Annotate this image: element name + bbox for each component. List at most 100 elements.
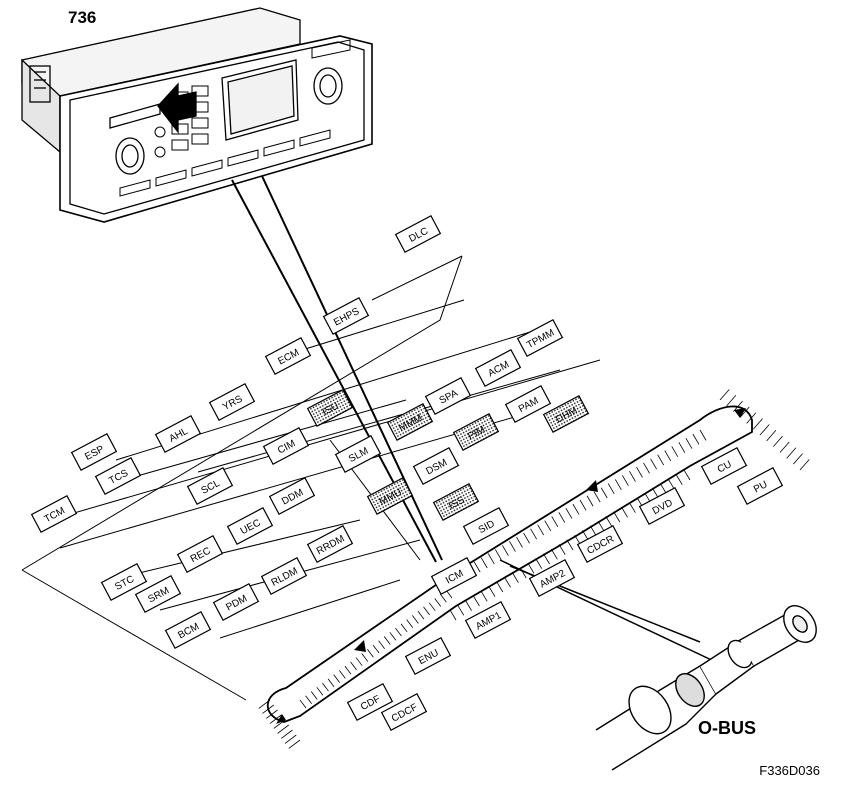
module-amp1: AMP1 — [464, 600, 512, 640]
network-wiring — [21, 255, 601, 701]
tick-mark — [316, 687, 324, 696]
tick-mark — [537, 524, 545, 536]
tick-mark — [473, 561, 481, 573]
tick-mark — [759, 424, 770, 436]
tick-mark — [667, 478, 675, 490]
tick-mark — [428, 602, 436, 611]
obus-connector-illustration — [499, 559, 817, 771]
module-dhm: DHM — [542, 394, 590, 434]
figure-code: F336D036 — [759, 763, 820, 778]
module-cdcr: CDCR — [576, 524, 624, 564]
tick-mark — [284, 734, 297, 744]
tick-mark — [643, 462, 650, 474]
module-pdm: PDM — [212, 582, 260, 622]
module-ecm: ECM — [264, 336, 312, 376]
tick-mark — [277, 724, 289, 734]
tick-mark — [305, 695, 312, 704]
optical-loop — [266, 405, 753, 723]
tick-mark — [389, 632, 397, 641]
tick-mark — [350, 661, 357, 671]
tick-mark — [502, 545, 509, 556]
tick-mark — [664, 450, 672, 462]
tick-mark — [465, 600, 472, 611]
tick-mark — [719, 389, 730, 401]
tick-mark — [434, 598, 442, 607]
module-enu: ENU — [404, 636, 452, 676]
module-bcm: BCM — [164, 610, 212, 650]
tick-mark — [678, 442, 686, 453]
module-slm: SLM — [334, 434, 382, 474]
module-mmu: MMU — [366, 476, 414, 516]
tick-mark — [636, 466, 643, 478]
tick-mark — [487, 553, 495, 565]
tick-mark — [607, 483, 615, 495]
tick-mark — [600, 487, 608, 499]
module-dvd: DVD — [638, 486, 686, 526]
tick-mark — [593, 491, 601, 503]
tick-mark — [472, 595, 480, 607]
tick-mark — [400, 623, 408, 633]
tick-mark — [440, 593, 447, 603]
obus-label: O-BUS — [698, 718, 756, 738]
tick-mark — [338, 670, 346, 679]
module-ehps: EHPS — [322, 296, 370, 336]
tick-mark — [543, 553, 550, 565]
tick-mark — [657, 454, 665, 466]
reference-number: 736 — [68, 8, 97, 27]
tick-mark — [597, 520, 605, 532]
tick-mark — [671, 446, 679, 458]
tick-mark — [417, 610, 425, 620]
tick-mark — [378, 640, 385, 649]
module-cim: CIM — [262, 426, 310, 466]
tick-mark — [613, 511, 621, 523]
tick-mark — [558, 544, 566, 555]
tick-mark — [753, 418, 763, 430]
tick-mark — [281, 729, 293, 739]
tick-mark — [310, 691, 318, 700]
tick-mark — [411, 615, 419, 624]
optical-tick-marks — [258, 389, 810, 749]
tick-mark — [527, 562, 535, 574]
tick-mark — [550, 548, 558, 560]
module-tcs: TCS — [94, 456, 142, 496]
tick-mark — [494, 549, 502, 560]
module-rrdm: RRDM — [306, 524, 354, 564]
module-uec: UEC — [226, 506, 274, 546]
tick-mark — [572, 503, 580, 515]
tick-mark — [327, 678, 335, 688]
tick-mark — [766, 430, 777, 442]
module-yrs: YRS — [208, 382, 256, 422]
tick-mark — [262, 704, 274, 714]
module-sid: SID — [462, 506, 510, 546]
module-cdf: CDF — [346, 682, 394, 722]
module-pam: PAM — [504, 384, 552, 424]
module-scl: SCL — [186, 466, 234, 506]
tick-mark — [258, 699, 271, 709]
tick-mark — [496, 581, 504, 593]
tick-mark — [692, 433, 700, 445]
module-tpmm: TPMM — [516, 318, 564, 358]
tick-mark — [322, 682, 329, 692]
tick-mark — [566, 539, 574, 551]
tick-mark — [372, 644, 380, 654]
module-ddm: DDM — [268, 476, 316, 516]
module-esp: ESP — [70, 432, 118, 472]
tick-mark — [683, 469, 691, 481]
tick-mark — [726, 395, 737, 407]
tick-mark — [333, 674, 341, 683]
tick-mark — [773, 435, 783, 447]
tick-mark — [551, 516, 559, 528]
module-cu: CU — [700, 446, 748, 486]
tick-mark — [614, 479, 622, 490]
tick-mark — [406, 619, 414, 628]
module-stc: STC — [100, 562, 148, 602]
tick-mark — [629, 470, 636, 482]
module-isu: ISU — [306, 388, 354, 428]
tick-mark — [273, 719, 286, 729]
module-icm: ICM — [430, 556, 478, 596]
tick-mark — [523, 532, 530, 544]
tick-mark — [565, 508, 573, 519]
tick-mark — [793, 453, 803, 465]
module-rldm: RLDM — [260, 556, 308, 596]
